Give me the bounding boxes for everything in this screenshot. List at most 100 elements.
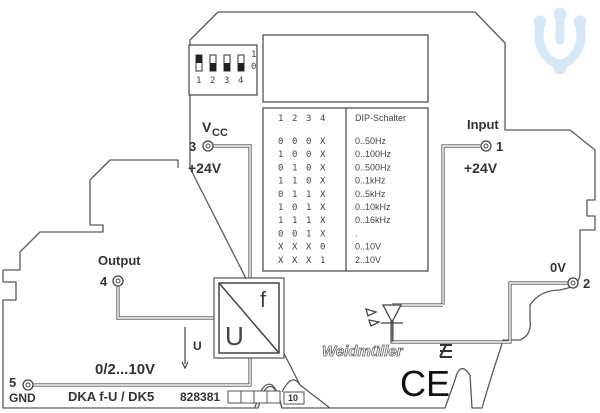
terminal-2-name: 0V: [550, 260, 566, 275]
dip-table-bit: 1: [278, 216, 283, 226]
dip-table-range: 0..1kHz: [355, 176, 386, 186]
output-arrow-icon: [181, 327, 189, 370]
housing-outline: [2, 11, 596, 409]
brand-mark-icon: [439, 344, 452, 358]
dip-table-header: 2: [292, 114, 297, 124]
dip-switches: [195, 54, 245, 72]
dip-table-header: 3: [306, 114, 311, 124]
dip-table-header: 1: [278, 114, 283, 124]
dip-table-bit: 1: [278, 203, 283, 213]
dip-table-bit: 0: [292, 150, 297, 160]
dip-table-bit: X: [292, 256, 298, 266]
dip-table-bit: 0: [320, 243, 325, 253]
dip-switch-1[interactable]: [195, 54, 203, 72]
dip-table-range: 0..500Hz: [355, 162, 392, 172]
terminal-4-number: 4: [100, 274, 108, 289]
dip-table-bit: X: [320, 137, 326, 147]
led-icon: [365, 304, 403, 342]
terminal-3[interactable]: [202, 140, 214, 152]
model-name: DKA f-U / DK5: [68, 389, 154, 404]
dip-table-bit: 0: [306, 137, 311, 147]
pack-quantity: 10: [288, 393, 298, 403]
dip-table-bit: X: [320, 177, 326, 187]
watermark-logo-icon: [533, 7, 587, 75]
terminal-1-number: 1: [496, 139, 503, 154]
dip-table-bit: X: [292, 243, 298, 253]
dip-switch-number: 4: [238, 76, 243, 86]
dip-table-bit: 1: [292, 216, 297, 226]
dip-table-bit: 0: [306, 163, 311, 173]
dip-table-range: 0..50Hz: [355, 136, 387, 146]
terminal-4[interactable]: [112, 275, 124, 287]
wiring: [33, 144, 568, 387]
dip-table-range: 0..10kHz: [355, 202, 391, 212]
dip-table-range: 0..10V: [355, 242, 381, 252]
dip-table-bit: 1: [292, 163, 297, 173]
dip-table-header: 4: [320, 114, 325, 124]
terminal-1-voltage: +24V: [464, 160, 498, 176]
dip-table-title: DIP-Schalter: [355, 113, 406, 123]
dip-table-bit: 0: [292, 203, 297, 213]
terminal-5-number: 5: [9, 375, 16, 390]
dip-table-bit: X: [320, 203, 326, 213]
dip-on-label: 1: [251, 50, 256, 60]
part-number: 828381: [180, 390, 220, 404]
dip-table-range: 2..10V: [355, 255, 381, 265]
dip-switch-4[interactable]: [237, 54, 245, 72]
dip-table-bit: X: [320, 229, 326, 239]
dip-switch-3[interactable]: [223, 54, 231, 72]
ce-mark: CE: [400, 363, 450, 404]
dip-table-bit: X: [306, 256, 312, 266]
dip-switch-2[interactable]: [209, 54, 217, 72]
terminal-5[interactable]: [22, 379, 34, 391]
dip-table-range: 0..5kHz: [355, 189, 386, 199]
terminal-3-name-sub: CC: [212, 127, 228, 139]
dip-table-bit: 0: [292, 137, 297, 147]
dip-table-bit: 1: [306, 229, 311, 239]
dip-table-bit: 1: [306, 190, 311, 200]
terminal-1[interactable]: [480, 140, 492, 152]
dip-switch-number: 2: [210, 76, 215, 86]
terminal-3-voltage: +24V: [188, 160, 222, 176]
dip-off-label: 0: [251, 62, 256, 72]
dip-table-range: 0..16kHz: [355, 215, 391, 225]
converter-block: f U: [213, 277, 285, 359]
dip-table-bit: 0: [278, 163, 283, 173]
dip-table-bit: 1: [306, 203, 311, 213]
dip-table-bit: 0: [306, 150, 311, 160]
dip-table-bit: X: [278, 243, 284, 253]
converter-f-symbol: f: [260, 287, 267, 312]
label-window: [262, 34, 429, 103]
output-arrow-label: U: [193, 339, 202, 353]
dip-table-bit: 1: [306, 216, 311, 226]
terminal-2[interactable]: [567, 277, 579, 289]
dip-table-bit: X: [320, 216, 326, 226]
output-range-label: 0/2...10V: [95, 361, 155, 378]
terminal-5-name: GND: [9, 391, 36, 405]
dip-table-bit: X: [320, 163, 326, 173]
dip-switch-number: 3: [224, 76, 229, 86]
dip-switch-number: 1: [196, 76, 201, 86]
terminal-3-number: 3: [189, 139, 196, 154]
pack-quantity-box: [283, 391, 305, 405]
terminal-1-name: Input: [467, 117, 499, 132]
dip-table-bit: X: [278, 256, 284, 266]
marker-boxes: [227, 390, 281, 404]
dip-table-bit: 0: [278, 190, 283, 200]
dip-table-bit: 0: [292, 229, 297, 239]
terminal-2-number: 2: [583, 276, 590, 291]
dip-table-range: .: [355, 228, 358, 238]
brand-logo: Weidmüller: [322, 343, 404, 360]
dip-table-bit: 1: [320, 256, 325, 266]
dip-table-bit: X: [320, 190, 326, 200]
dip-table-bit: X: [320, 150, 326, 160]
dip-table-bit: 0: [278, 229, 283, 239]
dip-table-bit: 1: [278, 150, 283, 160]
dip-table-bit: X: [306, 243, 312, 253]
terminal-4-name: Output: [98, 253, 141, 268]
converter-u-symbol: U: [225, 321, 244, 351]
dip-table-bit: 0: [306, 177, 311, 187]
